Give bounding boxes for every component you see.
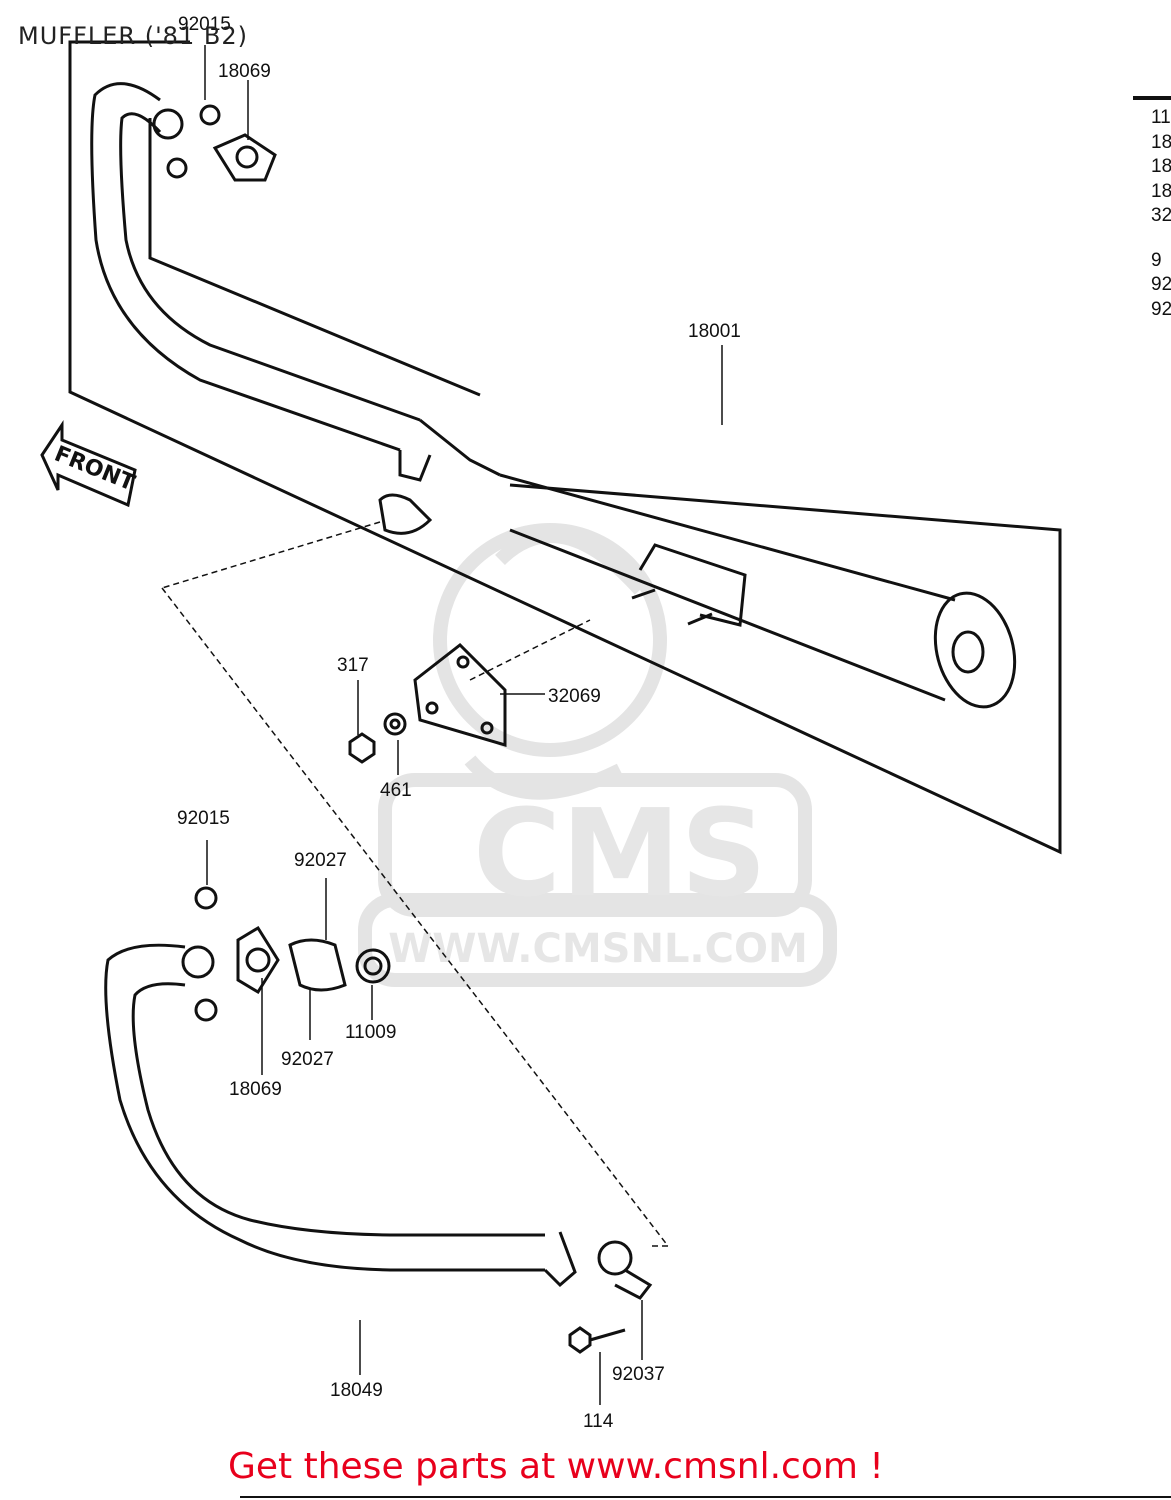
part-label-18001: 18001	[688, 321, 741, 342]
part-label-317: 317	[337, 655, 369, 676]
front-arrow-icon: FRONT	[40, 420, 138, 508]
nut-and-washer-parts	[348, 712, 407, 764]
footer-divider	[240, 1496, 1171, 1498]
side-list-item: 18	[1151, 131, 1171, 153]
part-label-18069-bottom: 18069	[229, 1079, 282, 1100]
label-leader-lines	[204, 45, 723, 1405]
side-list-item: 92	[1151, 298, 1171, 320]
part-label-18069-top: 18069	[218, 61, 271, 82]
muffler-bracket	[631, 543, 747, 627]
exhaust-flange-top	[152, 104, 277, 182]
page-title: MUFFLER ('81 B2)	[18, 22, 248, 50]
exhaust-pipe-lower	[104, 943, 577, 1288]
side-list-rule	[1133, 96, 1171, 100]
dashed-leaders	[161, 521, 669, 1247]
side-list-item: 92	[1151, 274, 1171, 295]
part-label-92027-bottom: 92027	[281, 1049, 334, 1070]
side-list-item: 18	[1151, 180, 1171, 202]
watermark-logo-text: CMS	[473, 785, 767, 924]
part-label-92015-bottom: 92015	[177, 808, 230, 829]
part-label-18049: 18049	[330, 1380, 383, 1401]
watermark-cms-logo	[358, 523, 837, 987]
side-list-item: 11	[1151, 107, 1171, 128]
part-label-461: 461	[380, 780, 412, 801]
exhaust-pipe-upper	[90, 82, 501, 482]
lower-flange-parts	[181, 886, 391, 1022]
part-label-92027-top: 92027	[294, 850, 347, 871]
watermark-url-text: WWW.CMSNL.COM	[388, 926, 808, 972]
part-label-114: 114	[583, 1411, 614, 1432]
assembly-outline-frame	[68, 40, 1062, 855]
mounting-plate-part	[413, 643, 507, 748]
side-list-item: 18	[1151, 156, 1171, 177]
muffler-body	[378, 473, 1017, 709]
clamp-and-bolt-parts	[568, 1240, 653, 1354]
part-label-11009: 11009	[345, 1022, 396, 1043]
side-list-item: 32	[1151, 205, 1171, 226]
part-label-92015-top: 92015	[178, 14, 231, 35]
promo-link[interactable]: Get these parts at www.cmsnl.com !	[228, 1446, 884, 1487]
part-label-92037: 92037	[612, 1364, 665, 1385]
part-label-32069: 32069	[548, 686, 601, 707]
side-parts-list: 11 18 18 18 32 9 92 92	[1151, 106, 1171, 322]
side-list-item: 9	[1151, 249, 1162, 271]
